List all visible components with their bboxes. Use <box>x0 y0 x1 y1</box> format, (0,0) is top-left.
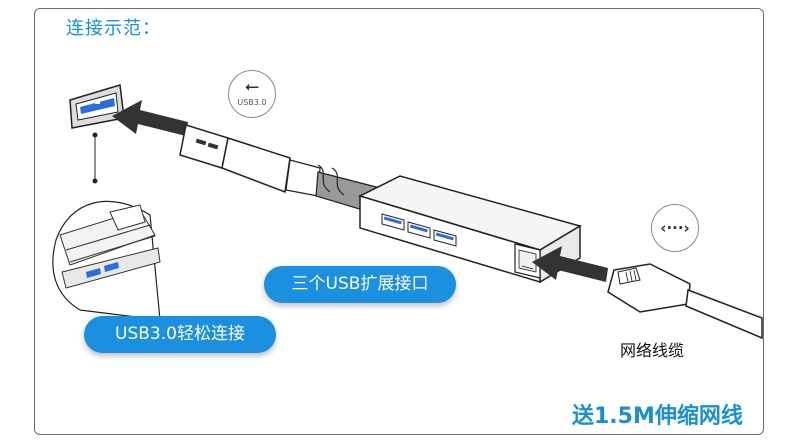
usb-plug-illustration <box>179 124 321 197</box>
ethernet-plug-illustration <box>607 263 763 340</box>
page-title: 连接示范： <box>66 18 161 39</box>
callout-usb3-connect: USB3.0轻松连接 <box>84 316 276 353</box>
usb3-badge: ⭠ USB3.0 <box>228 70 276 118</box>
arrow-ethernet <box>532 246 608 282</box>
usb-icon: ⭠ <box>244 76 260 97</box>
callout-usb-ports: 三个USB扩展接口 <box>264 266 456 303</box>
arrow-usb <box>112 100 188 136</box>
laptop-zoom-illustration <box>52 200 161 321</box>
network-arrows-icon: ‹···› <box>660 219 690 237</box>
promo-text: 送1.5M伸缩网线 <box>572 404 743 429</box>
usb-port-illustration <box>69 84 125 129</box>
ethernet-badge: ‹···› <box>651 204 699 252</box>
cable-label: 网络线缆 <box>620 341 685 360</box>
